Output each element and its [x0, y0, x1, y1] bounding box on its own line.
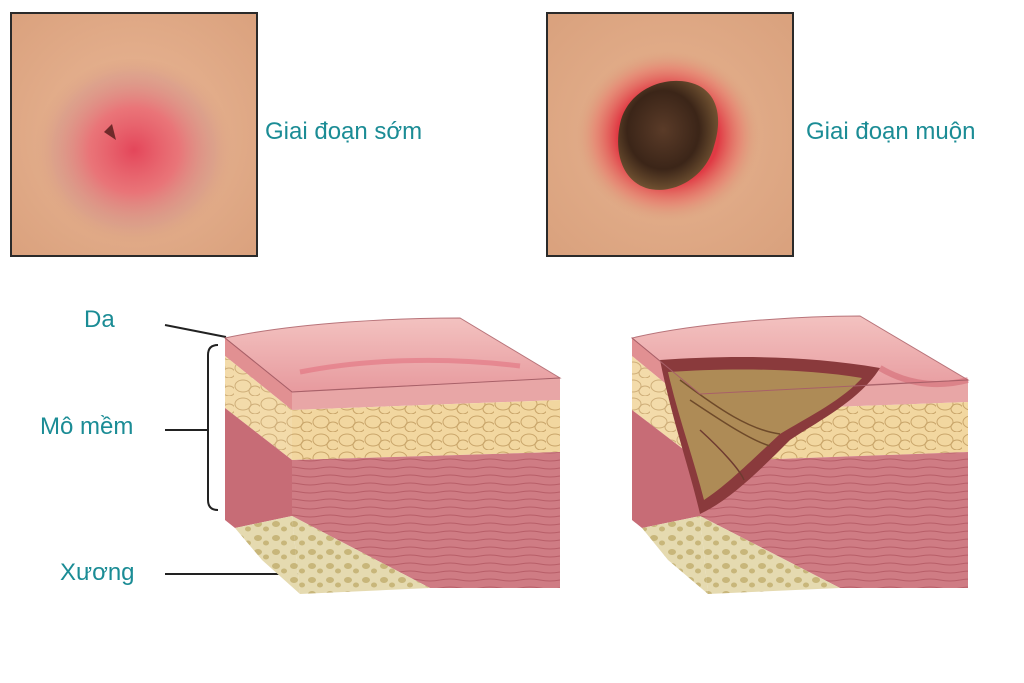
soft-tissue-label: Mô mềm — [40, 413, 134, 440]
skin-label: Da — [84, 306, 115, 333]
early-stage-tissue-diagram — [223, 317, 562, 594]
early-stage-photo — [10, 12, 258, 257]
soft-tissue-bracket — [165, 344, 219, 511]
late-stage-photo — [546, 12, 794, 257]
late-stage-caption: Giai đoạn muộn — [806, 118, 976, 145]
early-stage-caption: Giai đoạn sớm — [265, 118, 423, 145]
late-stage-tissue-diagram — [630, 315, 970, 594]
bone-label: Xương — [60, 559, 135, 586]
skin-leader-line — [164, 324, 227, 338]
